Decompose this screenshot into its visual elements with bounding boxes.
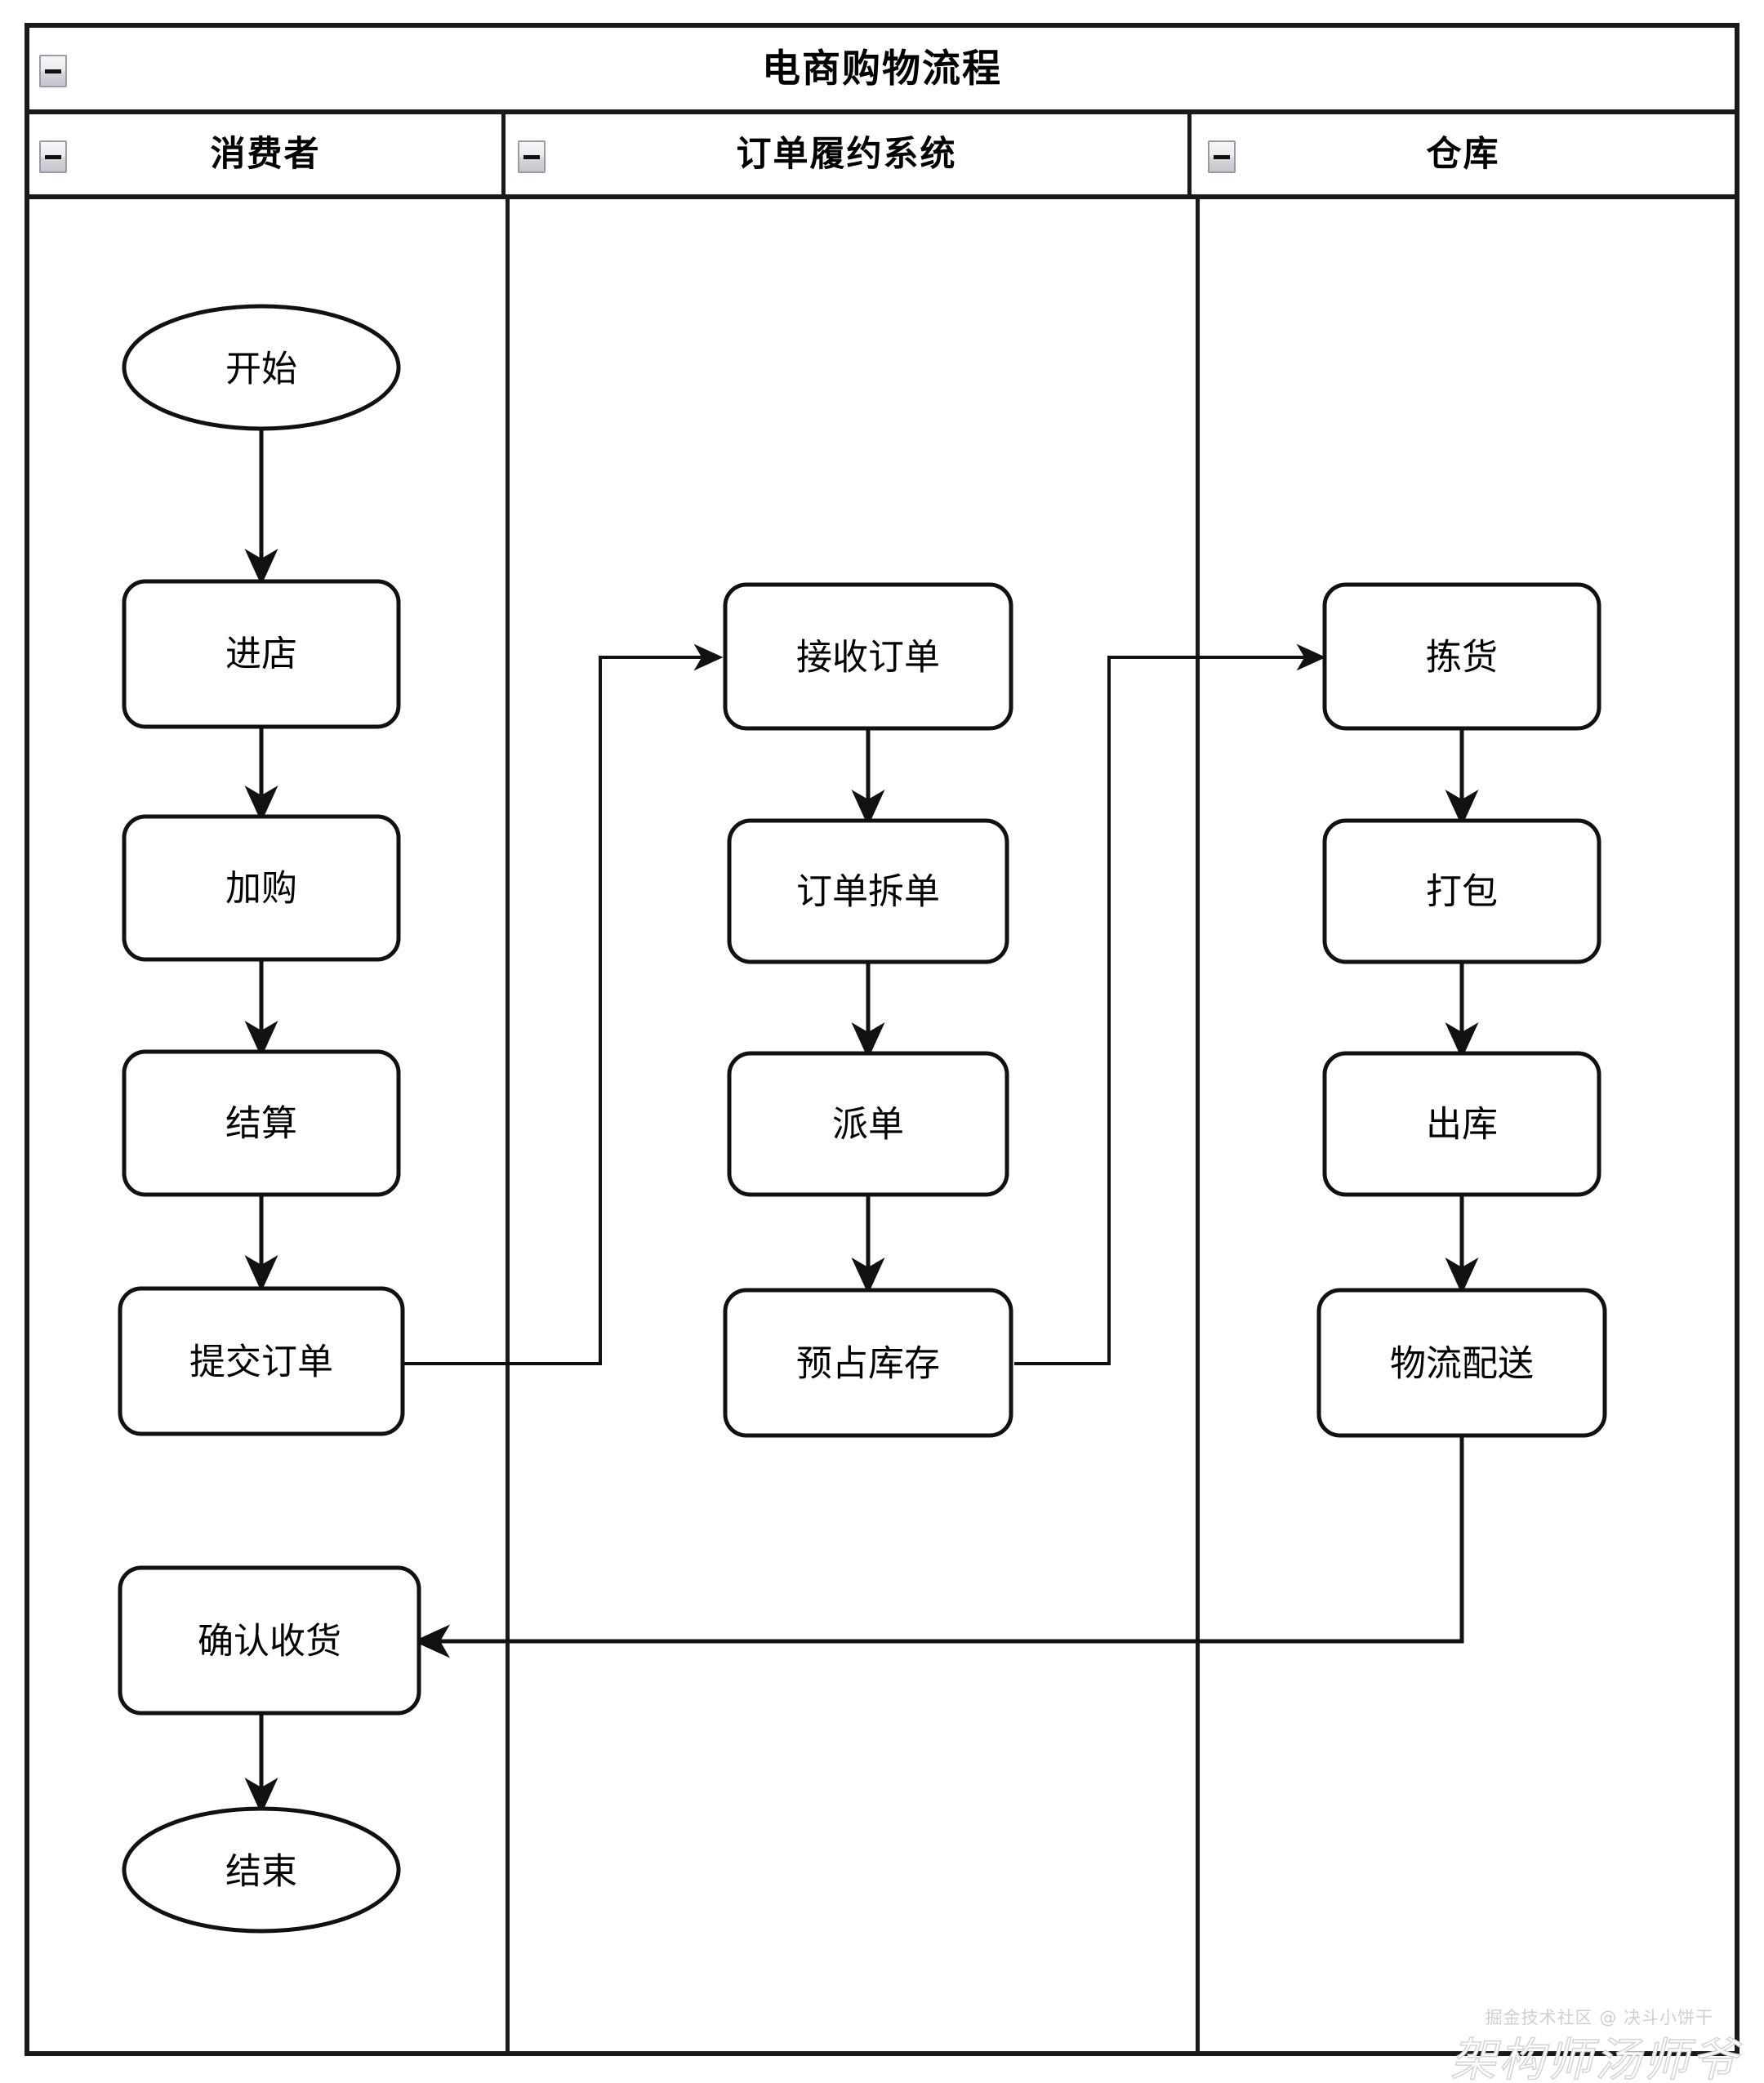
- minus-glyph: [45, 154, 61, 159]
- lane-header-fulfillment[interactable]: 订单履约系统: [506, 114, 1192, 194]
- lane-label-fulfillment: 订单履约系统: [736, 133, 957, 175]
- author-watermark: 架构师汤师爷: [1450, 2033, 1740, 2083]
- lane-divider-2: [1196, 199, 1200, 2051]
- pool-title-band: 电商购物流程: [29, 28, 1735, 114]
- pool-title: 电商购物流程: [762, 46, 1002, 91]
- lane-header-band: 消费者 订单履约系统 仓库: [29, 114, 1735, 199]
- minus-glyph: [523, 154, 540, 159]
- lane-label-consumer: 消费者: [210, 133, 321, 175]
- minus-glyph: [45, 69, 61, 73]
- collapse-minus-icon-warehouse[interactable]: [1208, 140, 1236, 173]
- lane-header-consumer[interactable]: 消费者: [29, 114, 506, 194]
- lane-divider-1: [506, 199, 510, 2051]
- minus-glyph: [1214, 154, 1230, 159]
- lane-label-warehouse: 仓库: [1426, 133, 1500, 175]
- swimlane-pool: 电商购物流程 消费者 订单履约系统 仓库: [24, 23, 1740, 2056]
- collapse-minus-icon-fulfillment[interactable]: [518, 140, 546, 173]
- collapse-minus-icon-pool[interactable]: [39, 55, 67, 87]
- collapse-minus-icon-consumer[interactable]: [39, 140, 67, 173]
- community-watermark: 掘金技术社区 @ 决斗小饼干: [1485, 2008, 1713, 2027]
- lane-header-warehouse[interactable]: 仓库: [1192, 114, 1735, 194]
